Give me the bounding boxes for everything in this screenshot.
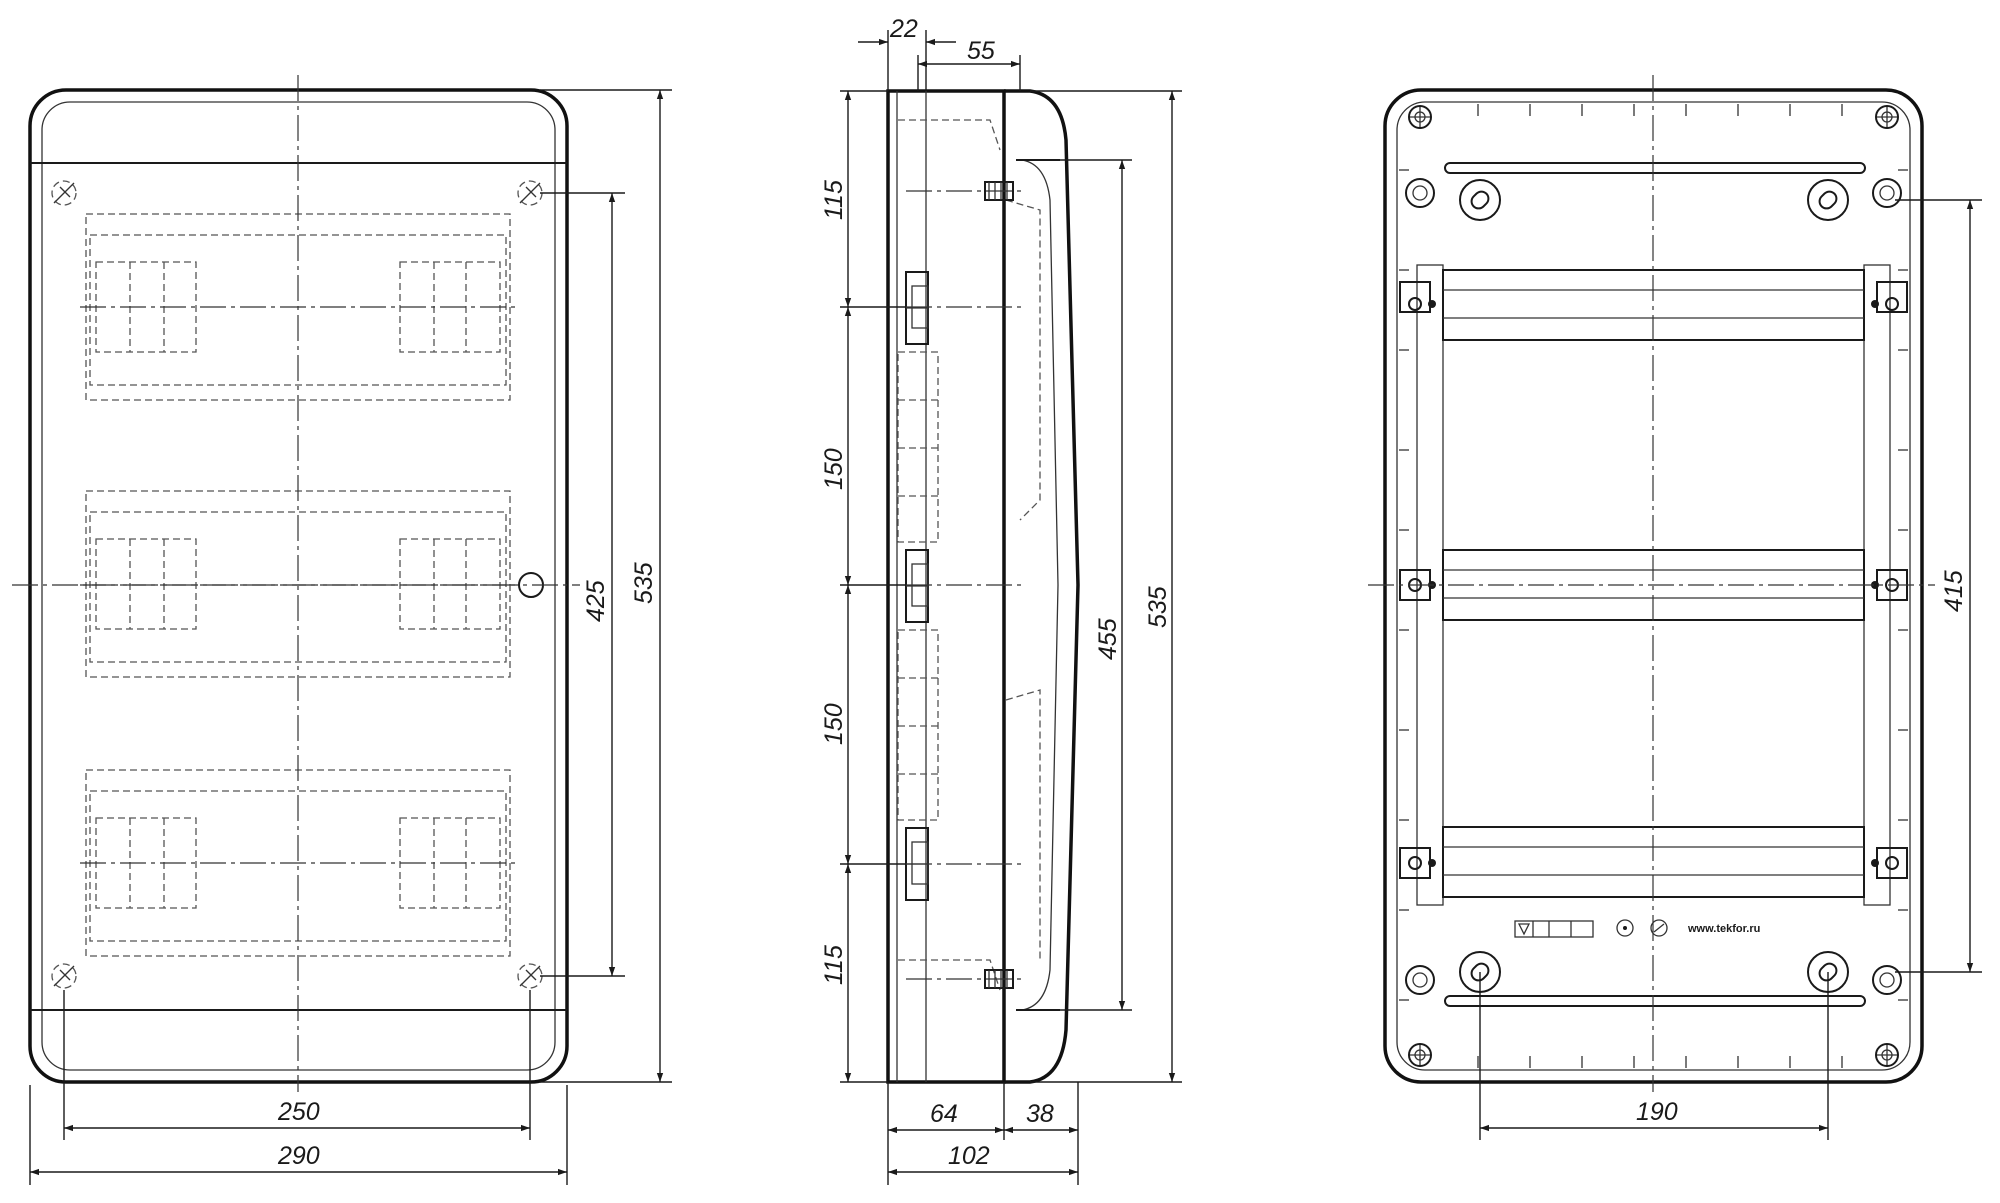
side-dim-150-upper-label: 150 bbox=[820, 448, 848, 490]
rear-edge-ticks bbox=[1399, 104, 1908, 1068]
side-din-clip-1 bbox=[905, 271, 929, 345]
side-dim-64-label: 64 bbox=[930, 1100, 958, 1128]
rear-mount-hole-top-right bbox=[1872, 178, 1902, 208]
front-screw-top-left bbox=[51, 180, 77, 206]
front-dim-425-label: 425 bbox=[582, 580, 610, 622]
rear-corner-screw-bottom-right bbox=[1875, 1043, 1899, 1067]
side-hidden-ribs bbox=[898, 119, 1001, 991]
rear-website-label: www.tekfor.ru bbox=[1687, 923, 1760, 935]
rear-slot-bottom bbox=[1444, 995, 1866, 1007]
front-screw-top-right bbox=[517, 180, 543, 206]
rear-keyhole-top-left bbox=[1459, 179, 1501, 221]
rear-corner-screw-top-left bbox=[1408, 105, 1432, 129]
side-dim-22: 22 bbox=[858, 15, 956, 91]
side-hidden-modules bbox=[897, 351, 939, 821]
side-dim-150-lower: 150 bbox=[820, 585, 852, 864]
side-dim-115-bottom-label: 115 bbox=[820, 945, 848, 985]
side-dim-115-top: 115 bbox=[820, 91, 852, 307]
rear-dim-415-label: 415 bbox=[1940, 570, 1968, 612]
front-screw-bottom-right bbox=[517, 963, 543, 989]
side-view: 115 150 150 115 455 535 bbox=[820, 15, 1182, 1185]
side-din-clip-2 bbox=[905, 549, 929, 623]
side-dim-455-label: 455 bbox=[1094, 618, 1122, 660]
front-dim-290: 290 bbox=[29, 1085, 568, 1185]
side-dim-64: 64 bbox=[888, 1100, 1004, 1134]
rear-mount-hole-bottom-left bbox=[1405, 965, 1435, 995]
rear-mount-hole-bottom-right bbox=[1872, 965, 1902, 995]
side-hidden-door-profile bbox=[1005, 199, 1041, 960]
rear-dim-190-label: 190 bbox=[1636, 1098, 1678, 1126]
side-dim-38-label: 38 bbox=[1026, 1100, 1054, 1128]
rear-slot-top bbox=[1444, 162, 1866, 174]
rear-recycle-symbol-icon bbox=[1650, 919, 1668, 937]
side-door-outline bbox=[1004, 89, 1080, 1084]
rear-mount-hole-top-left bbox=[1405, 178, 1435, 208]
front-dim-290-label: 290 bbox=[277, 1142, 320, 1170]
front-screw-bottom-left bbox=[51, 963, 77, 989]
rear-certification-marks bbox=[1514, 920, 1594, 938]
rear-grounding-symbol-icon bbox=[1616, 919, 1634, 937]
front-dim-425: 425 bbox=[540, 192, 625, 977]
rear-keyhole-top-right bbox=[1807, 179, 1849, 221]
side-body-outline bbox=[886, 89, 1006, 1084]
side-dim-102: 102 bbox=[888, 1142, 1078, 1176]
side-dim-535: 535 bbox=[1030, 90, 1182, 1083]
side-dim-150-upper: 150 bbox=[820, 307, 852, 585]
side-dim-150-lower-label: 150 bbox=[820, 703, 848, 745]
rear-dim-190: 190 bbox=[1479, 972, 1829, 1140]
rear-view: www.tekfor.ru 190 415 bbox=[1368, 75, 1982, 1140]
side-dim-22-label: 22 bbox=[889, 15, 918, 43]
side-dim-38: 38 bbox=[1004, 1100, 1078, 1134]
rear-dim-415: 415 bbox=[1895, 199, 1982, 973]
side-dim-115-bottom: 115 bbox=[820, 864, 852, 1082]
front-dim-535: 535 bbox=[540, 89, 672, 1083]
front-view: 250 290 425 535 bbox=[12, 75, 672, 1185]
side-door-inner-line bbox=[1021, 159, 1059, 1011]
side-dim-455: 455 bbox=[1040, 159, 1132, 1011]
front-dim-250: 250 bbox=[63, 990, 531, 1140]
side-dim-55: 55 bbox=[917, 37, 1021, 91]
side-dim-115-top-label: 115 bbox=[820, 180, 848, 220]
front-dim-250-label: 250 bbox=[277, 1098, 320, 1126]
rear-corner-screw-bottom-left bbox=[1408, 1043, 1432, 1067]
side-dim-55-label: 55 bbox=[967, 37, 995, 65]
side-dim-535-label: 535 bbox=[1144, 586, 1172, 628]
side-dim-102-label: 102 bbox=[948, 1142, 990, 1170]
rear-corner-screw-top-right bbox=[1875, 105, 1899, 129]
front-dim-535-label: 535 bbox=[630, 562, 658, 604]
